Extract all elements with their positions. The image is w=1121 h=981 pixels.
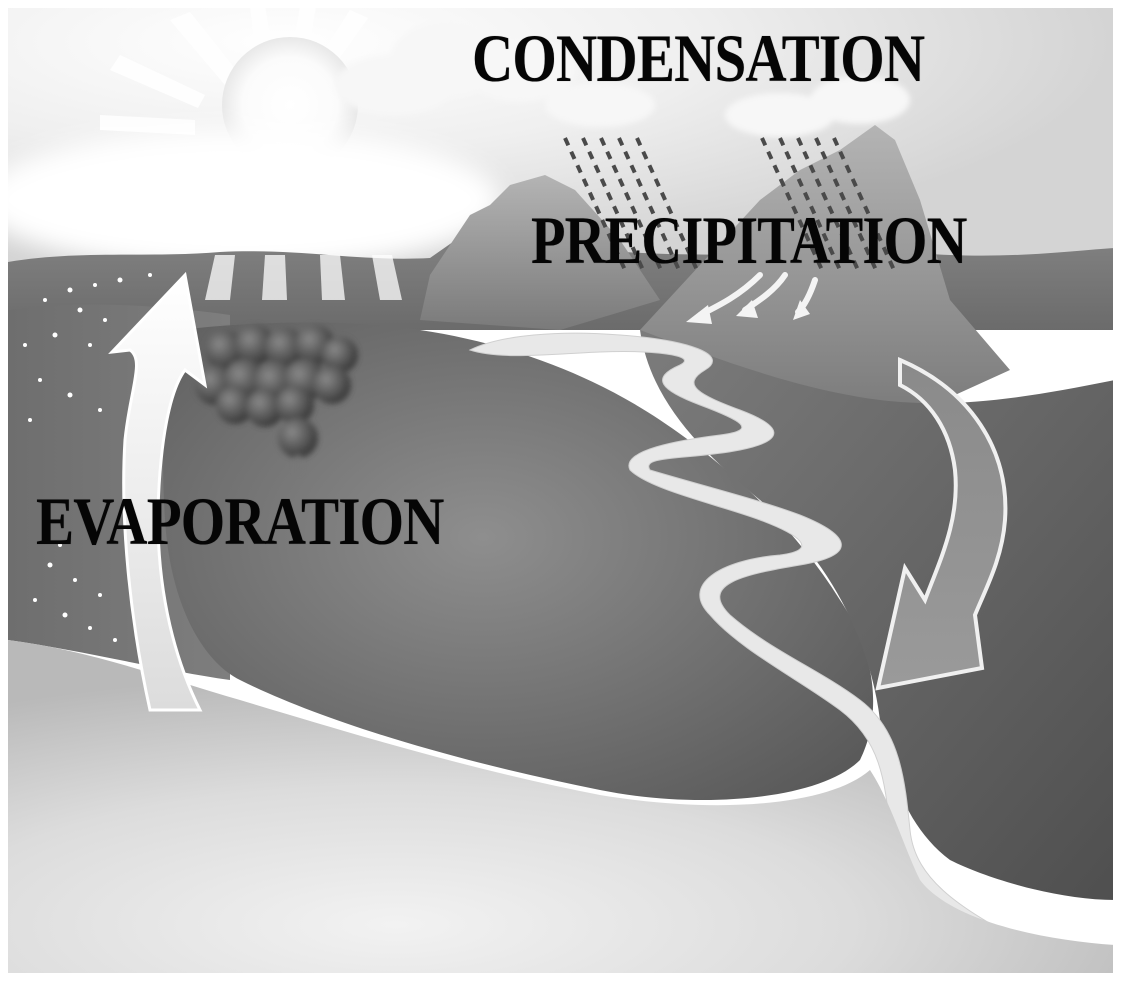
evaporation-label: EVAPORATION	[36, 487, 444, 555]
precipitation-label: PRECIPITATION	[531, 206, 967, 274]
condensation-label: CONDENSATION	[472, 24, 924, 92]
